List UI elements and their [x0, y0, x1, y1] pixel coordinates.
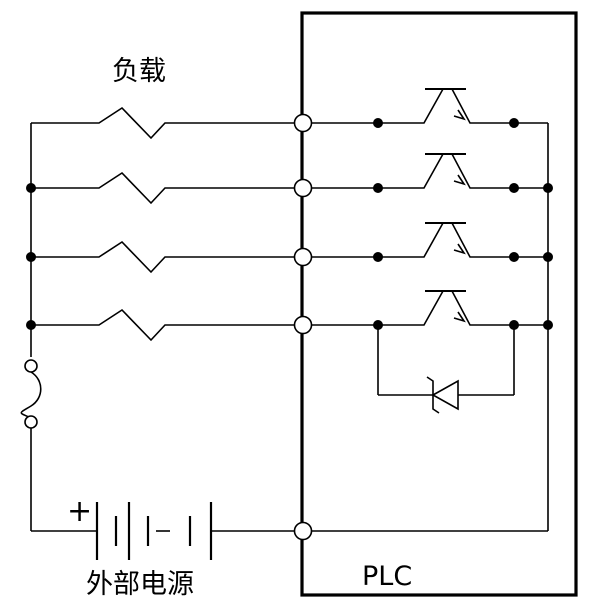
output-terminal	[293, 178, 313, 198]
power-source-label: 外部电源	[86, 569, 194, 600]
fuse-symbol	[20, 359, 42, 429]
junction-dot	[26, 320, 36, 330]
load-resistor	[31, 171, 295, 205]
junction-dot	[26, 183, 36, 193]
junction-dot	[509, 183, 519, 193]
junction-dot	[373, 183, 383, 193]
output-terminal	[293, 315, 313, 335]
battery-symbol	[95, 502, 213, 560]
plc-label: PLC	[362, 561, 412, 592]
junction-dot	[543, 183, 553, 193]
output-channels	[26, 88, 553, 342]
external-wiring	[20, 123, 295, 532]
plus-sign: +	[67, 494, 92, 529]
junction-dot	[26, 252, 36, 262]
output-channel-3	[26, 222, 553, 274]
output-channel-2	[26, 153, 553, 205]
junction-dot	[509, 252, 519, 262]
transistor-arrow	[453, 109, 466, 121]
output-terminal	[293, 247, 313, 267]
output-channel-1	[31, 88, 548, 140]
output-terminal	[293, 113, 313, 133]
transistor-symbol	[311, 153, 548, 189]
transistor-arrow	[453, 311, 466, 323]
zener-diode-branch	[377, 325, 515, 414]
common-terminal	[293, 521, 313, 541]
transistor-symbol	[311, 290, 548, 326]
plc-enclosure	[300, 11, 578, 597]
load-label: 负载	[112, 56, 166, 87]
transistor-arrow	[453, 174, 466, 186]
load-resistor	[31, 240, 295, 274]
output-channel-4	[26, 290, 553, 342]
load-resistor	[31, 106, 295, 140]
junction-dot	[509, 118, 519, 128]
transistor-symbol	[311, 88, 548, 124]
junction-dot	[373, 252, 383, 262]
junction-dot	[543, 320, 553, 330]
zener-diode-symbol	[426, 376, 459, 414]
load-resistor	[31, 308, 295, 342]
junction-dot	[543, 252, 553, 262]
transistor-arrow	[453, 243, 466, 255]
junction-dot	[373, 118, 383, 128]
transistor-symbol	[311, 222, 548, 258]
